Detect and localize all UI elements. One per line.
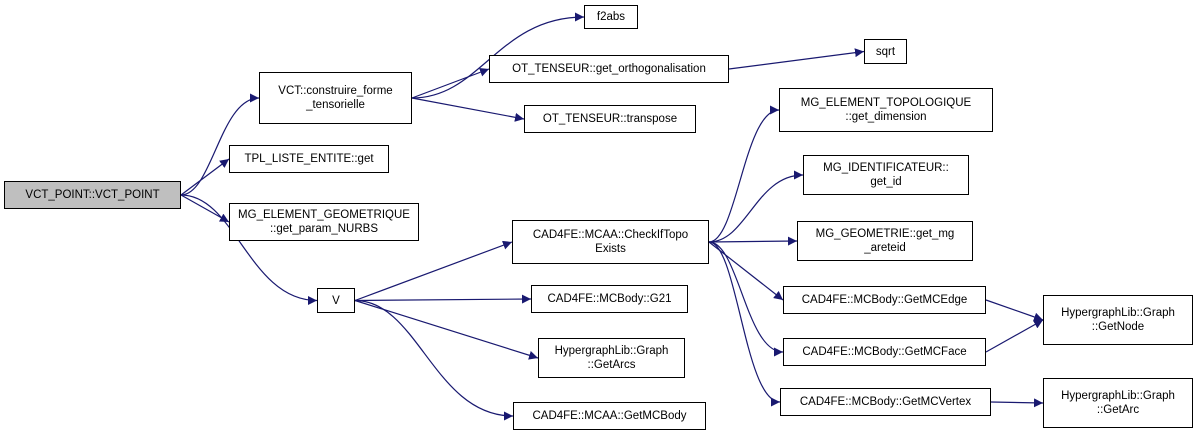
node-label: ::GetArcs [587,359,636,371]
node-v[interactable]: V [317,288,355,313]
node-transpose[interactable]: OT_TENSEUR::transpose [524,105,696,133]
node-mcbody-g21[interactable]: CAD4FE::MCBody::G21 [531,285,688,313]
node-label: V [332,294,340,307]
node-label: Exists [595,243,626,255]
edge-v-to-checkiftopo [354,240,513,302]
edge-getmcvertex-to-getarc [990,398,1044,408]
node-graph-getarcs[interactable]: HypergraphLib::Graph::GetArcs [538,338,685,378]
node-label: MG_GEOMETRIE::get_mg [815,228,955,240]
node-label: HypergraphLib::Graph [554,345,669,357]
node-label: MG_IDENTIFICATEUR:: [823,162,949,174]
edge-checkiftopo-to-get_mg_areteid [708,236,798,246]
edge-construire-to-get_ortho [411,67,490,99]
node-getmcface[interactable]: CAD4FE::MCBody::GetMCFace [783,338,986,366]
node-label: HypergraphLib::Graph [1061,307,1175,319]
node-label: CAD4FE::MCBody::G21 [547,293,672,305]
node-label: CAD4FE::MCBody::GetMCFace [802,346,967,358]
node-label: _tensorielle [306,99,365,111]
node-label: f2abs [596,11,626,23]
node-label: MG_ELEMENT_TOPOLOGIQUE [800,97,972,109]
node-getmcbody[interactable]: CAD4FE::MCAA::GetMCBody [513,402,706,430]
edge-getmcedge-to-getnode [985,299,1044,322]
node-label: ::get_dimension [845,111,927,123]
edge-checkiftopo-to-get_dimension [708,105,780,243]
node-getmcedge[interactable]: CAD4FE::MCBody::GetMCEdge [783,286,986,314]
edge-checkiftopo-to-getmcface [708,241,784,357]
node-construire-forme-tensorielle[interactable]: VCT::construire_forme_tensorielle [259,72,412,124]
node-graph-getarc[interactable]: HypergraphLib::Graph::GetArc [1043,378,1193,428]
node-label: MG_ELEMENT_GEOMETRIQUE [238,209,410,221]
node-label: TPL_LISTE_ENTITE::get [244,153,374,165]
edge-checkiftopo-to-getmcvertex [708,241,781,407]
node-label: CAD4FE::MCBody::GetMCVertex [799,396,972,408]
node-label: VCT::construire_forme [278,85,393,97]
node-get-dimension[interactable]: MG_ELEMENT_TOPOLOGIQUE::get_dimension [779,88,993,132]
node-label: HypergraphLib::Graph [1061,390,1175,402]
edge-getmcface-to-getnode [985,319,1044,353]
edge-v-to-g21 [354,294,532,304]
node-get-mg-areteid[interactable]: MG_GEOMETRIE::get_mg_areteid [797,221,973,261]
edge-construire-to-transpose [411,97,525,122]
node-label: _areteid [864,242,906,254]
node-label: CAD4FE::MCBody::GetMCEdge [801,294,968,306]
edge-get_ortho-to-sqrt [728,48,865,70]
node-get-id[interactable]: MG_IDENTIFICATEUR::get_id [803,155,969,195]
edge-vct_point-to-construire [180,93,260,196]
edge-vct_point-to-tpl_get [180,158,230,196]
node-get-param-nurbs[interactable]: MG_ELEMENT_GEOMETRIQUE::get_param_NURBS [229,203,419,241]
node-label: ::get_param_NURBS [269,223,378,235]
node-sqrt[interactable]: sqrt [864,39,907,64]
node-tpl-liste-entite-get[interactable]: TPL_LISTE_ENTITE::get [229,145,389,173]
node-label: CAD4FE::MCAA::CheckIfTopo [532,229,689,241]
node-label: sqrt [875,45,896,58]
node-get-orthogonalisation[interactable]: OT_TENSEUR::get_orthogonalisation [489,55,729,83]
node-vct-point[interactable]: VCT_POINT::VCT_POINT [4,181,181,209]
node-label: ::GetNode [1091,321,1145,333]
node-graph-getnode[interactable]: HypergraphLib::Graph::GetNode [1043,295,1193,345]
node-label: CAD4FE::MCAA::GetMCBody [532,410,687,422]
edge-checkiftopo-to-get_id [708,170,804,243]
node-label: ::GetArc [1096,404,1140,416]
node-f2abs[interactable]: f2abs [584,5,638,29]
edge-v-to-getmcbody [354,299,514,421]
edge-checkiftopo-to-getmcedge [708,241,784,301]
node-label: get_id [870,176,902,188]
edge-vct_point-to-v [180,194,318,305]
node-label: OT_TENSEUR::get_orthogonalisation [512,63,706,75]
node-label: VCT_POINT::VCT_POINT [25,189,160,201]
node-getmcvertex[interactable]: CAD4FE::MCBody::GetMCVertex [780,388,991,416]
node-label: OT_TENSEUR::transpose [542,113,678,125]
